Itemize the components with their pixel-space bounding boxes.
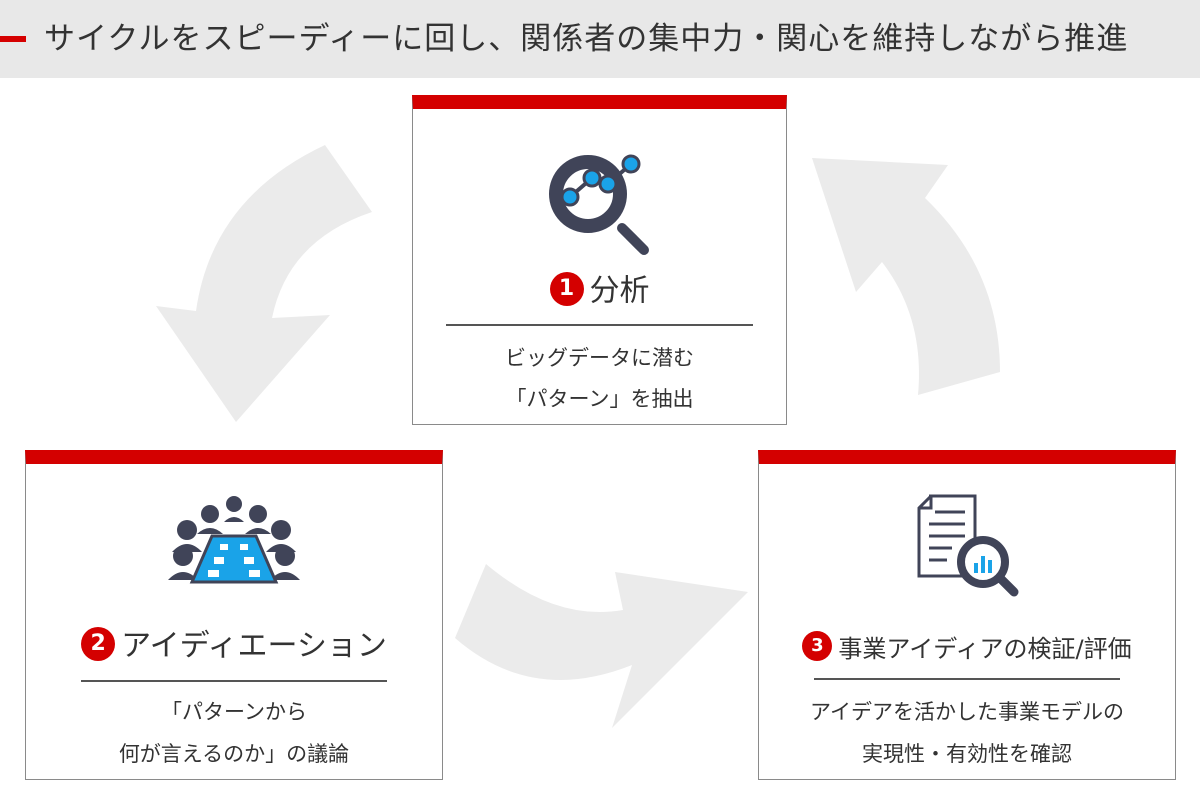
step-description-line1: 「パターンから xyxy=(161,700,307,724)
magnifier-chart-icon xyxy=(548,154,649,255)
cycle-arrow-validation-to-analysis xyxy=(812,158,1000,395)
step-title-text: アイディエーション xyxy=(121,628,387,664)
step-description-line2: 実現性・有効性を確認 xyxy=(862,742,1072,766)
step-title-text: 事業アイディアの検証/評価 xyxy=(838,635,1132,663)
document-analysis-icon xyxy=(917,494,1019,597)
step-description-line1: アイデアを活かした事業モデルの xyxy=(810,700,1124,724)
step-number-badge: 2 xyxy=(81,626,116,661)
step-description-line2: 何が言えるのか」の議論 xyxy=(118,742,350,766)
header-bar: サイクルをスピーディーに回し、関係者の集中力・関心を維持しながら推進 xyxy=(0,0,1200,78)
step-description-line1: ビッグデータに潜む xyxy=(505,346,694,370)
step-description-line2: 「パターン」を抽出 xyxy=(505,387,694,411)
header-title: サイクルをスピーディーに回し、関係者の集中力・関心を維持しながら推進 xyxy=(44,21,1129,57)
step-divider xyxy=(814,678,1120,680)
step-divider xyxy=(81,680,387,682)
step-title-text: 分析 xyxy=(589,273,650,309)
step-divider xyxy=(446,324,753,326)
meeting-table-icon xyxy=(168,496,300,584)
cycle-arrow-analysis-to-ideation xyxy=(156,145,372,422)
step-number-badge: 3 xyxy=(802,631,833,661)
header-accent-mark xyxy=(0,36,26,42)
step-number-badge: 1 xyxy=(549,271,584,306)
cycle-arrow-ideation-to-validation xyxy=(455,564,748,728)
